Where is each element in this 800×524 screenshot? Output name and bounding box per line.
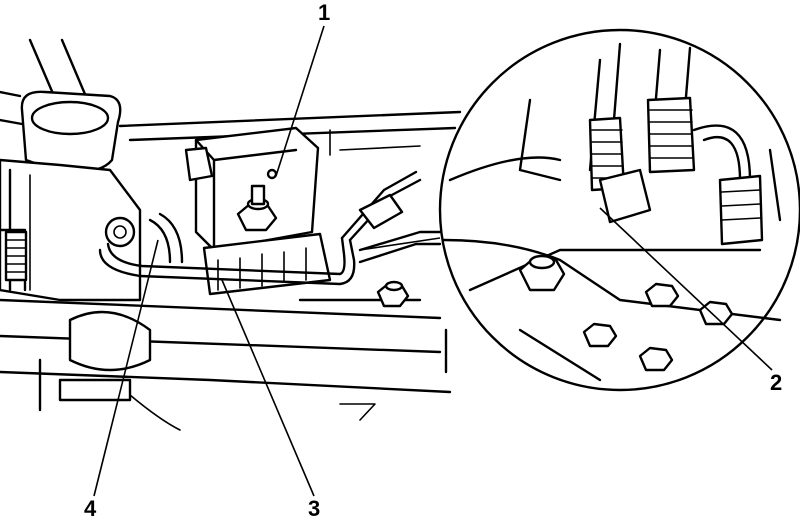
leader-3 (221, 279, 315, 497)
leader-2 (599, 207, 773, 371)
callout-2: 2 (770, 370, 783, 395)
steering-shaft (0, 38, 122, 174)
detail-pointer (359, 237, 441, 251)
steering-gear-housing (0, 158, 152, 412)
frame-bolt (376, 280, 410, 308)
detail-view (438, 28, 800, 392)
callout-4: 4 (84, 496, 97, 521)
callout-3: 3 (308, 496, 321, 521)
leader-lines (93, 25, 773, 497)
bracket-nut (236, 184, 278, 232)
callout-1: 1 (318, 0, 331, 25)
leader-4 (93, 239, 159, 497)
leader-1 (275, 25, 325, 177)
